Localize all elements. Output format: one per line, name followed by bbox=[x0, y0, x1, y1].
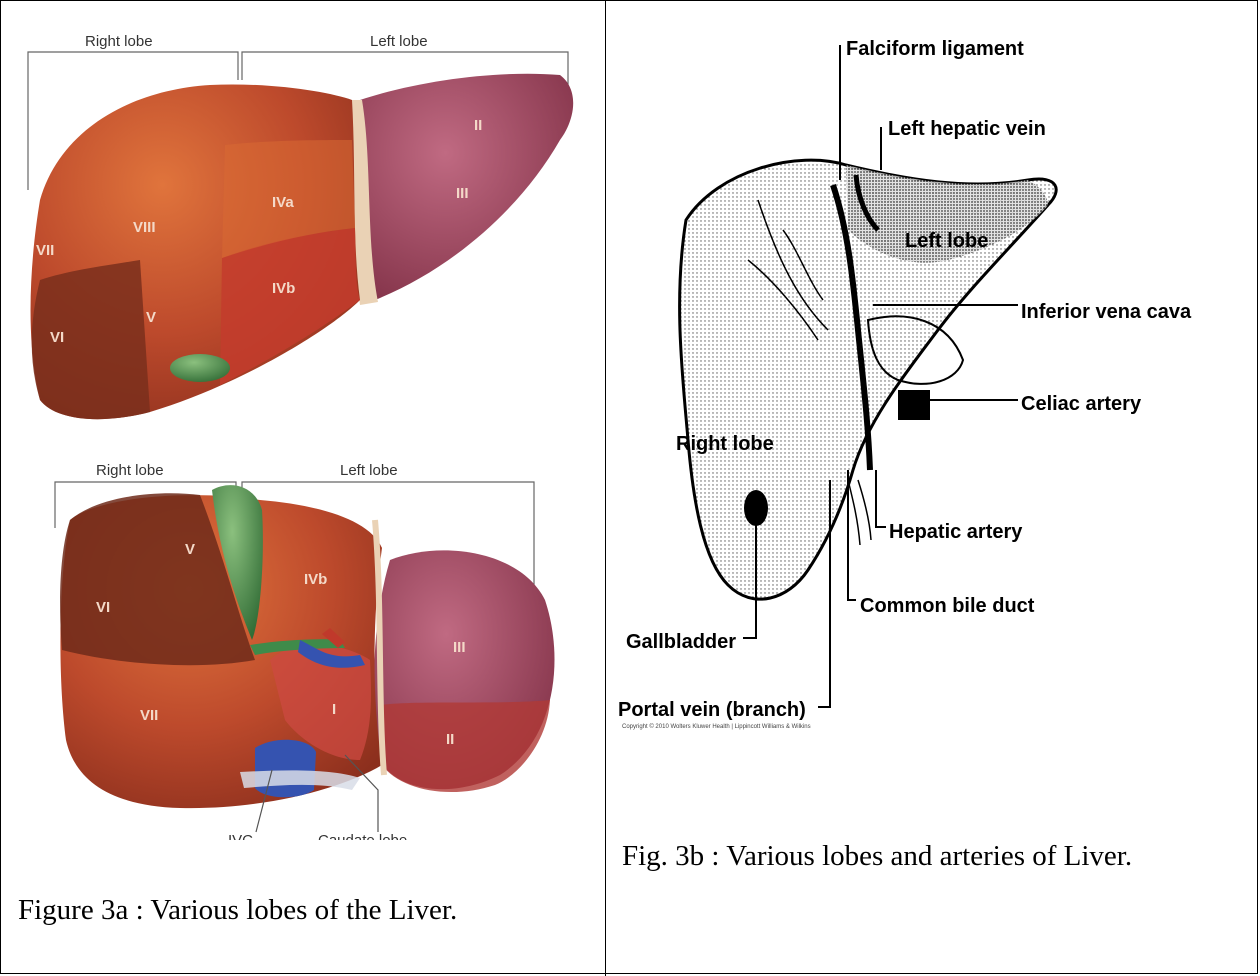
right-lobe-label: Right lobe bbox=[676, 433, 774, 455]
top-left-lobe-label: Left lobe bbox=[370, 33, 428, 50]
segment-label: VII bbox=[36, 242, 54, 259]
celiac-artery-label: Celiac artery bbox=[1021, 393, 1142, 415]
top-right-lobe-label: Right lobe bbox=[85, 33, 153, 50]
segment-label: IVb bbox=[272, 280, 295, 297]
segment-label: VI bbox=[50, 329, 64, 346]
bottom-right-lobe-label: Right lobe bbox=[96, 462, 164, 479]
table-divider bbox=[605, 0, 606, 976]
segment-label: VIII bbox=[133, 219, 156, 236]
segment-label: V bbox=[146, 309, 156, 326]
segment-label: IVb bbox=[304, 571, 327, 588]
top-liver bbox=[31, 74, 574, 419]
segment-label: III bbox=[453, 639, 466, 656]
falciform-ligament-label: Falciform ligament bbox=[846, 38, 1024, 60]
segment-label: IVa bbox=[272, 194, 294, 211]
figure-3b-caption: Fig. 3b : Various lobes and arteries of … bbox=[622, 840, 1132, 873]
figure-3b-illustration: Falciform ligament Left hepatic vein Lef… bbox=[608, 0, 1258, 740]
bottom-left-lobe-label: Left lobe bbox=[340, 462, 398, 479]
caudate-lobe-label: Caudate lobe bbox=[318, 832, 407, 840]
left-hepatic-vein-label: Left hepatic vein bbox=[888, 118, 1046, 140]
gallbladder-label: Gallbladder bbox=[626, 631, 736, 653]
figure-3b-copyright: Copyright © 2010 Wolters Kluwer Health |… bbox=[622, 724, 811, 730]
figure-3a-illustration: Right lobe Left lobe II III IVa VIII VII… bbox=[0, 0, 605, 840]
ivc-label: IVC bbox=[228, 832, 253, 840]
segment-label: I bbox=[332, 701, 336, 718]
inferior-vena-cava-label: Inferior vena cava bbox=[1021, 301, 1192, 323]
segment-label: V bbox=[185, 541, 195, 558]
segment-label: III bbox=[456, 185, 469, 202]
segment-label: II bbox=[446, 731, 454, 748]
segment-label: II bbox=[474, 117, 482, 134]
segment-label: VI bbox=[96, 599, 110, 616]
left-lobe-label: Left lobe bbox=[905, 230, 988, 252]
common-bile-duct-label: Common bile duct bbox=[860, 595, 1035, 617]
portal-vein-label: Portal vein (branch) bbox=[618, 699, 806, 721]
segment-label: VII bbox=[140, 707, 158, 724]
hepatic-artery-label: Hepatic artery bbox=[889, 521, 1023, 543]
figure-3a-caption: Figure 3a : Various lobes of the Liver. bbox=[18, 894, 457, 927]
bottom-liver bbox=[60, 485, 554, 808]
